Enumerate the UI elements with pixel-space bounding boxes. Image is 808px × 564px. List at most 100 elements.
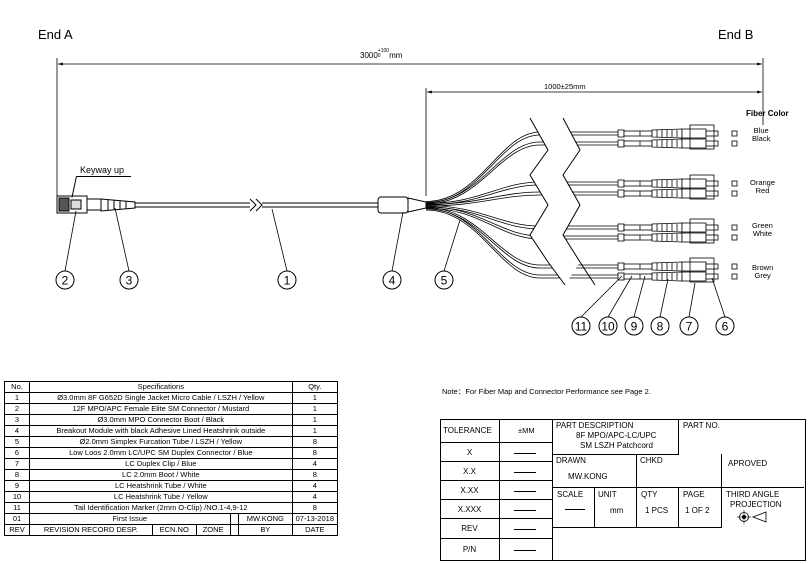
lc-duplex-assembly [617, 218, 738, 244]
lc-ferrule-housing [705, 263, 719, 270]
part-desc-line-1: 8F MPO/APC-LC/UPC [576, 431, 657, 440]
heatshrink [623, 263, 653, 270]
furcation-tube [425, 181, 618, 206]
balloon-6: 6 [711, 277, 735, 336]
bom-no: 6 [4, 447, 30, 459]
bom-header-row: No. Specifications Qty. [4, 381, 339, 393]
bom-no: 2 [4, 403, 30, 415]
tail-marker [617, 189, 625, 198]
keyway-leader [77, 176, 131, 177]
lc-ferrule-housing [705, 190, 719, 197]
heatshrink [623, 140, 653, 147]
balloon-label: 3 [126, 274, 133, 288]
by-header: BY [238, 524, 293, 536]
page-note: Note：For Fiber Map and Connector Perform… [442, 387, 651, 396]
approved-label: APROVED [728, 459, 768, 468]
bom-spec: Ø3.0mm 8F G652D Single Jacket Micro Cabl… [29, 392, 293, 404]
tail-marker [617, 139, 625, 148]
bom-qty: 1 [291, 414, 339, 426]
lc-duplex-assembly [617, 257, 738, 283]
date-header: DATE [291, 524, 339, 536]
lc-ferrule-housing [705, 234, 719, 241]
revision-zone [229, 513, 239, 525]
balloon-7: 7 [679, 282, 699, 336]
end-a-label: End A [38, 27, 73, 42]
balloon-label: 11 [575, 320, 588, 334]
furcation-tube [425, 191, 618, 207]
tolerance-row-label: X.XX [460, 485, 479, 495]
bom-qty: 8 [291, 469, 339, 481]
bom-spec: LC Duplex Clip / Blue [29, 458, 293, 470]
bom-no: 10 [4, 491, 30, 503]
unit-cell [594, 487, 637, 528]
lc-connector-body [681, 222, 707, 233]
bom-spec: Breakout Module with black Adhesive Line… [29, 425, 293, 437]
bom-no: 1 [4, 392, 30, 404]
balloon-8: 8 [650, 278, 670, 336]
chkd-label: CHKD [640, 456, 663, 465]
page-value: 1 OF 2 [685, 506, 710, 515]
breakout-length-label: 1000±25mm [544, 82, 586, 91]
bom-qty: 1 [291, 392, 339, 404]
lc-ferrule-housing [705, 140, 719, 147]
bom-qty: 8 [291, 436, 339, 448]
bom-no: 3 [4, 414, 30, 426]
rev-header: REV [4, 524, 30, 536]
bom-qty: 8 [291, 447, 339, 459]
qty-cell [636, 487, 679, 528]
balloon-2: 2 [55, 210, 77, 290]
tail-marker [617, 262, 625, 271]
end-b-label: End B [718, 27, 754, 42]
part-desc-line-2: SM LSZH Patchcord [580, 441, 653, 450]
revision-number: 01 [4, 513, 30, 525]
zone-header: ZONE [195, 524, 231, 536]
bom-spec: Ø3.0mm MPO Connector Boot / Black [29, 414, 293, 426]
lc-connector-body [681, 232, 707, 243]
lc-connector-body [681, 128, 707, 139]
furcation-tube [425, 208, 618, 279]
balloon-label: 9 [631, 320, 638, 334]
trunk-cable [135, 198, 379, 212]
bom-qty: 4 [291, 480, 339, 492]
revision-header-row: REV REVISION RECORD DESP. ECN.NO ZONE BY… [4, 524, 339, 536]
bom-no: 5 [4, 436, 30, 448]
balloon-label: 5 [441, 274, 448, 288]
tolerance-row-dash [514, 509, 536, 511]
rev-spacer [229, 524, 239, 536]
balloon-9: 9 [624, 275, 646, 336]
tube-break-symbol [529, 117, 596, 286]
projection-line-1: THIRD ANGLE [726, 490, 780, 499]
tolerance-divider [499, 419, 500, 560]
furcation-tube [425, 206, 618, 240]
lc-duplex-clip [689, 174, 715, 200]
bom-spec: LC 2.0mm Boot / White [29, 469, 293, 481]
tolerance-row-dash [514, 471, 536, 473]
part-desc-label: PART DESCRIPTION [556, 421, 634, 430]
bom-qty: 4 [291, 491, 339, 503]
bom-spec: 12F MPO/APC Female Elite SM Connector / … [29, 403, 293, 415]
scale-cell [552, 487, 595, 528]
bom-header-spec: Specifications [29, 381, 293, 393]
heatshrink [623, 224, 653, 231]
scale-label: SCALE [557, 490, 584, 499]
heatshrink [623, 130, 653, 137]
heatshrink [623, 180, 653, 187]
tail-marker [617, 233, 625, 242]
bom-no: 8 [4, 469, 30, 481]
lc-duplex-assembly [617, 124, 738, 150]
fiber-color-swatch [731, 130, 738, 137]
tolerance-row-dash [514, 490, 536, 492]
lc-connector-body [681, 188, 707, 199]
